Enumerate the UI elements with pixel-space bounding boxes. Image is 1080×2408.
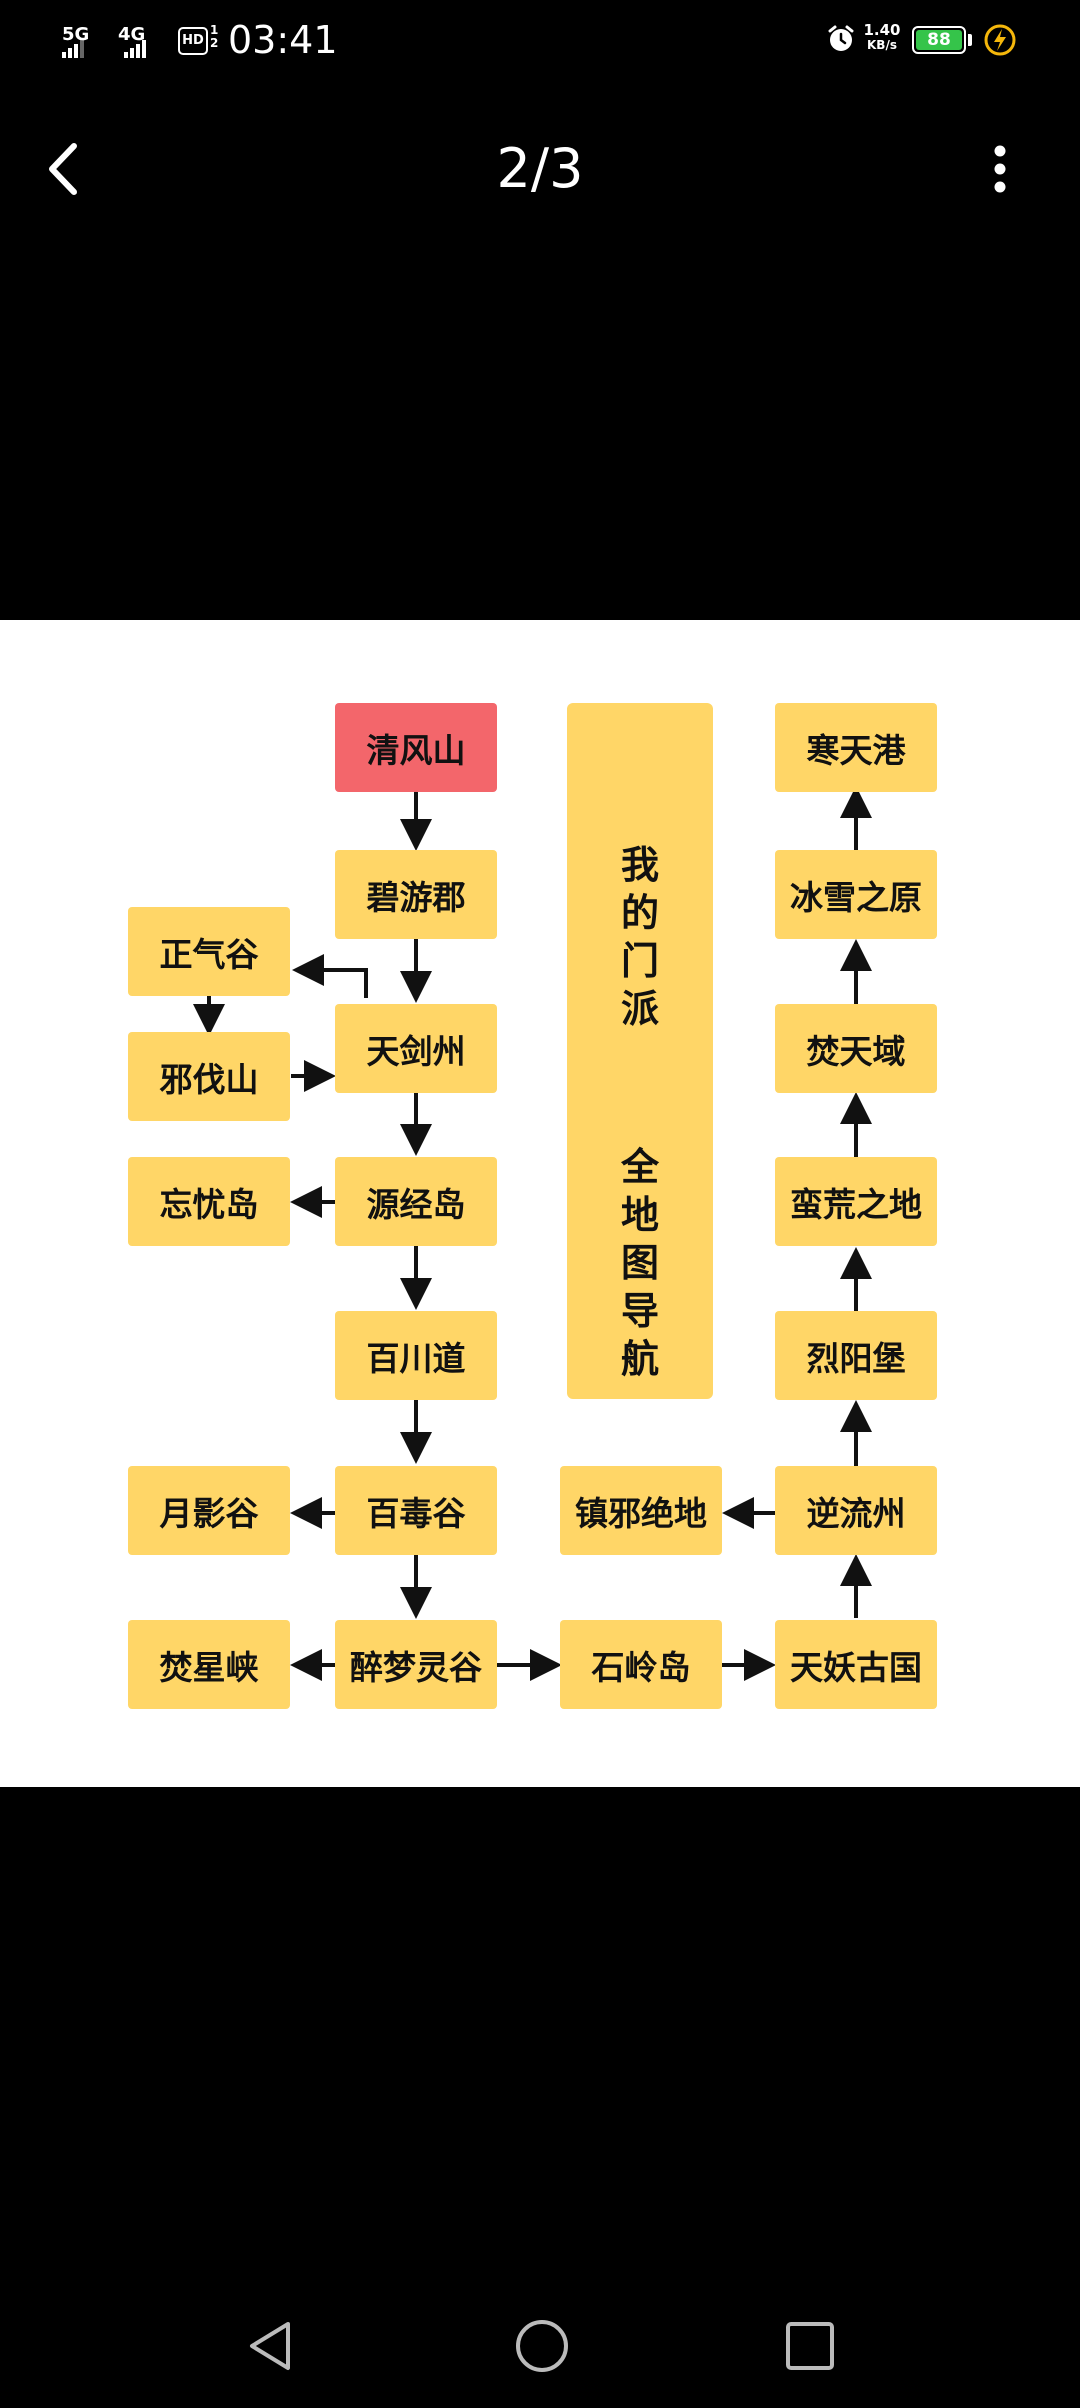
more-options-button[interactable] bbox=[980, 134, 1020, 204]
node-tianyaoguguo: 天妖古国 bbox=[775, 1620, 937, 1709]
status-bar: 5G 4G HD 1 2 03:41 1.40 KB/s 88 bbox=[0, 0, 1080, 80]
node-baichuandao: 百川道 bbox=[335, 1311, 497, 1400]
map-arrows bbox=[193, 786, 872, 1681]
map-title-part2: 全 地 图 导 航 bbox=[620, 1145, 659, 1381]
chevron-left-icon bbox=[49, 143, 77, 195]
node-zuimenglinggu: 醉梦灵谷 bbox=[335, 1620, 497, 1709]
node-baidugu: 百毒谷 bbox=[335, 1466, 497, 1555]
node-tianjianzhou: 天剑州 bbox=[335, 1004, 497, 1093]
sim2-signal: 4G bbox=[118, 18, 147, 58]
node-wangyoudao: 忘忧岛 bbox=[128, 1157, 290, 1246]
node-fentianyu: 焚天域 bbox=[775, 1004, 937, 1093]
nav-back-button[interactable] bbox=[242, 2316, 298, 2376]
page-counter: 2/3 bbox=[496, 137, 584, 200]
node-xiefashan: 邪伐山 bbox=[128, 1032, 290, 1121]
status-time: 03:41 bbox=[228, 18, 338, 62]
nav-recents-button[interactable] bbox=[784, 2318, 836, 2374]
viewed-image[interactable]: 我 的 门 派 全 地 图 导 航 清风山 碧游郡 正气谷 天剑州 邪伐山 忘忧… bbox=[0, 620, 1080, 1787]
battery-tip bbox=[968, 34, 972, 46]
map-title-part1: 我 的 门 派 bbox=[620, 843, 659, 1031]
signal-bars-icon bbox=[124, 36, 147, 58]
node-lieyangbao: 烈阳堡 bbox=[775, 1311, 937, 1400]
alarm-clock-icon bbox=[828, 25, 854, 51]
back-button[interactable] bbox=[40, 134, 90, 204]
node-yuanjingdao: 源经岛 bbox=[335, 1157, 497, 1246]
node-zhengqigu: 正气谷 bbox=[128, 907, 290, 996]
hd-voice-badge: HD bbox=[178, 27, 208, 55]
battery-icon: 88 bbox=[912, 26, 966, 54]
node-zhenxiejuedi: 镇邪绝地 bbox=[560, 1466, 722, 1555]
hd-sim-index: 1 2 bbox=[210, 23, 219, 50]
node-hantiangang: 寒天港 bbox=[775, 703, 937, 792]
map-title-panel: 我 的 门 派 全 地 图 导 航 bbox=[567, 703, 713, 1399]
more-vertical-icon bbox=[994, 145, 1006, 193]
node-bingxuezhiyuan: 冰雪之原 bbox=[775, 850, 937, 939]
node-niliuzhou: 逆流州 bbox=[775, 1466, 937, 1555]
node-qingfengshan-start: 清风山 bbox=[335, 703, 497, 792]
sim1-signal: 5G bbox=[62, 18, 89, 58]
network-speed: 1.40 KB/s bbox=[863, 21, 901, 52]
nav-home-button[interactable] bbox=[514, 2316, 570, 2376]
node-shilingdao: 石岭岛 bbox=[560, 1620, 722, 1709]
node-yueyinggu: 月影谷 bbox=[128, 1466, 290, 1555]
node-manhuangzhidi: 蛮荒之地 bbox=[775, 1157, 937, 1246]
charging-bolt-icon bbox=[984, 24, 1016, 56]
signal-bars-icon bbox=[62, 36, 85, 58]
node-biyoujun: 碧游郡 bbox=[335, 850, 497, 939]
node-fenxingxia: 焚星峡 bbox=[128, 1620, 290, 1709]
battery-level: 88 bbox=[916, 30, 962, 50]
sim1-network-type: 5G bbox=[62, 24, 90, 45]
sim2-network-type: 4G bbox=[118, 24, 146, 45]
